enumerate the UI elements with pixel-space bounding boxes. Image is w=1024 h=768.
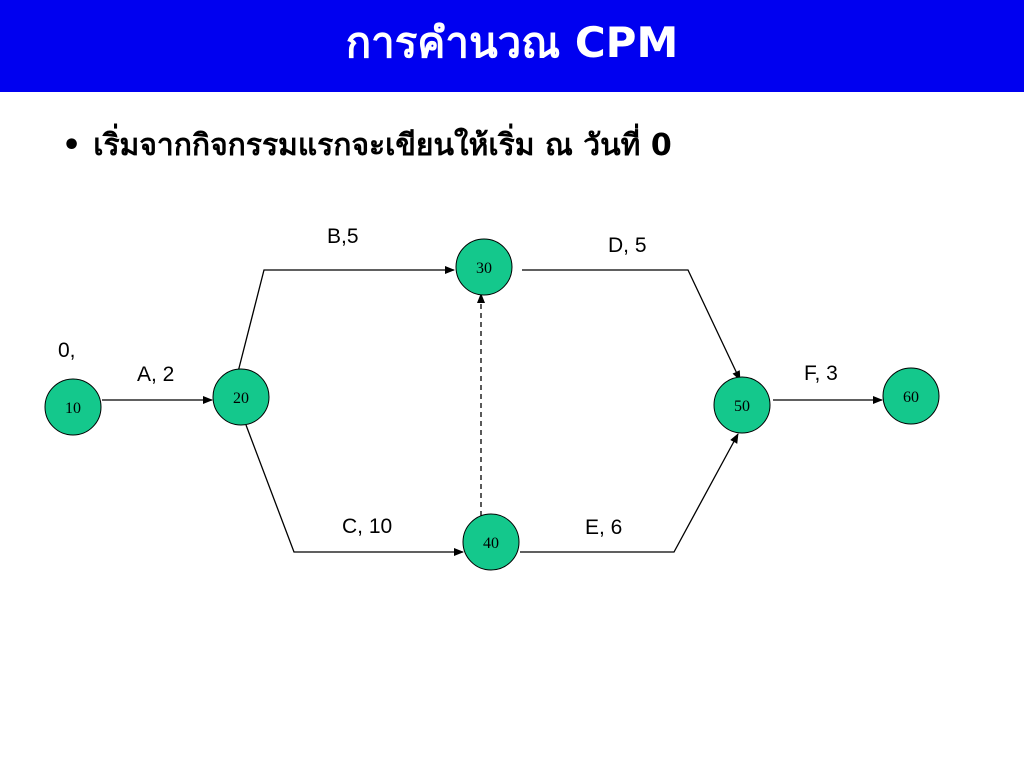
edge-e-label: E, 6	[585, 516, 622, 539]
edge-d-label: D, 5	[608, 234, 647, 257]
node-30-label: 30	[476, 260, 492, 277]
node-50-label: 50	[734, 398, 750, 415]
edge-c-label: C, 10	[342, 515, 392, 538]
node-50: 50	[713, 376, 771, 434]
bullet-dot: •	[62, 128, 82, 163]
title-bar: การคำนวณ CPM	[0, 0, 1024, 92]
edge-a-label: A, 2	[137, 363, 174, 386]
bullet-item: • เริ่มจากกิจกรรมแรกจะเขียนให้เริ่ม ณ วัน…	[62, 122, 672, 169]
node-30: 30	[455, 238, 513, 296]
edge-b-label: B,5	[327, 225, 359, 248]
edge-c	[245, 424, 464, 556]
node-10: 10	[44, 378, 102, 436]
node-60: 60	[882, 367, 940, 425]
slide-title: การคำนวณ CPM	[345, 18, 679, 67]
start-annotation: 0,	[58, 339, 76, 362]
node-20-label: 20	[233, 390, 249, 407]
node-10-label: 10	[65, 400, 81, 417]
node-40-label: 40	[483, 535, 499, 552]
edge-f-label: F, 3	[804, 362, 838, 385]
edge-d	[522, 269, 741, 381]
edge-b	[237, 266, 455, 373]
node-20: 20	[212, 368, 270, 426]
bullet-text: เริ่มจากกิจกรรมแรกจะเขียนให้เริ่ม ณ วันท…	[93, 128, 672, 163]
node-40: 40	[462, 513, 520, 571]
edge-e	[520, 433, 739, 553]
node-60-label: 60	[903, 389, 919, 406]
